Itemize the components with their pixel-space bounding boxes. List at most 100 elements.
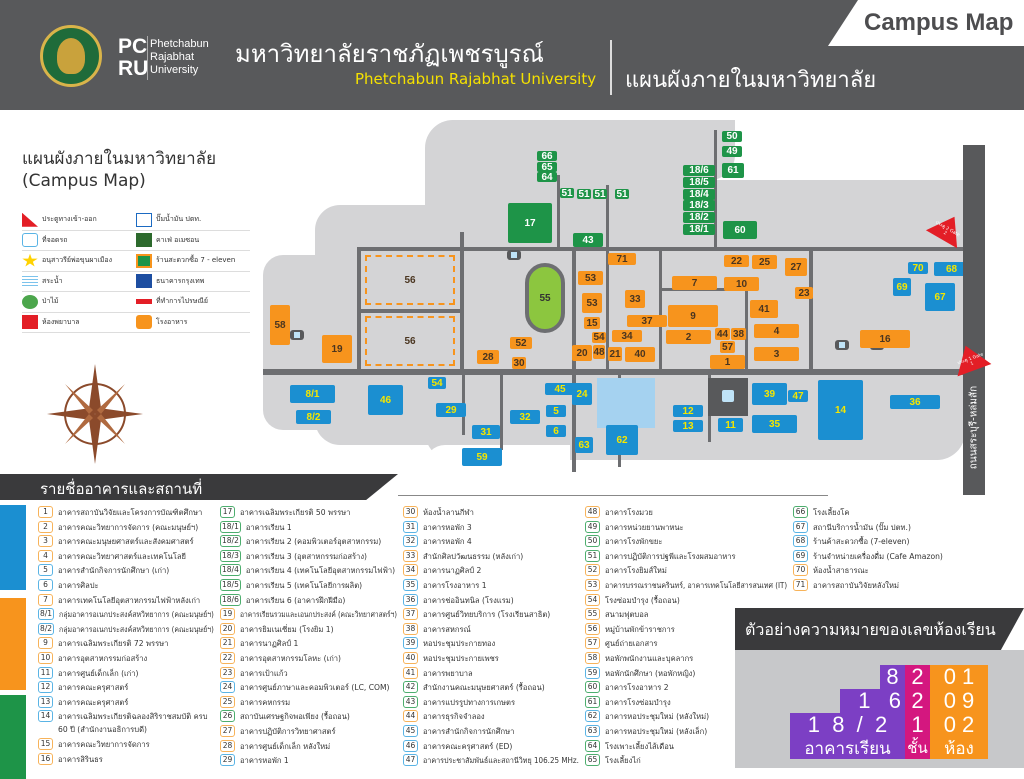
building-69[interactable]: 69: [893, 278, 911, 296]
building-19[interactable]: 19: [322, 335, 352, 363]
building-67[interactable]: 67: [925, 283, 955, 311]
building-8-1[interactable]: 8/1: [290, 385, 335, 403]
building-16[interactable]: 16: [860, 330, 910, 348]
building-33[interactable]: 33: [625, 290, 645, 308]
building-51[interactable]: 51: [615, 188, 629, 200]
legend-label: ปั๊มน้ำมัน ปตท.: [156, 215, 202, 224]
building-name: อาคารธุรกิจจำลอง: [423, 712, 485, 722]
building-50[interactable]: 50: [722, 131, 742, 142]
building-name: อาคารสำนักกิจการนักศึกษา: [423, 726, 515, 736]
building-70[interactable]: 70: [908, 262, 928, 274]
building-71[interactable]: 71: [608, 253, 636, 265]
building-18-2[interactable]: 18/2: [683, 212, 715, 223]
building-43[interactable]: 43: [573, 233, 603, 247]
building-39[interactable]: 39: [752, 383, 787, 405]
building-29[interactable]: 29: [436, 403, 466, 417]
building-name: อาคารเฉลิมพระเกียรติ 72 พรรษา: [58, 639, 169, 649]
building-28[interactable]: 28: [477, 350, 499, 364]
building-52[interactable]: 52: [510, 337, 532, 349]
building-53[interactable]: 53: [582, 293, 602, 313]
building-name: อาคารศูนย์วิทยบริการ (โรงเรียนสาธิต): [423, 610, 551, 620]
building-51[interactable]: 51: [577, 188, 591, 200]
legend-item: ประตูทางเข้า-ออก: [22, 212, 136, 227]
building-name: อาคารคณะครุศาสตร์: [58, 697, 129, 707]
building-name: อาคารหอพัก 1: [240, 756, 289, 766]
building-5[interactable]: 5: [546, 405, 566, 417]
pond-icon: [22, 274, 38, 289]
building-25[interactable]: 25: [752, 255, 777, 269]
building-12[interactable]: 12: [673, 405, 703, 417]
building-18-4[interactable]: 18/4: [683, 189, 715, 200]
building-digit: 1 6: [840, 689, 905, 713]
building-9[interactable]: 9: [668, 305, 718, 327]
building-7[interactable]: 7: [672, 276, 717, 290]
building-name: หอพักพนักงานและบุคลากร: [605, 653, 694, 663]
building-51[interactable]: 51: [560, 187, 574, 199]
building-18-1[interactable]: 18/1: [683, 224, 715, 235]
building-15[interactable]: 15: [584, 317, 600, 329]
building-3[interactable]: 3: [754, 347, 799, 361]
building-27[interactable]: 27: [785, 258, 807, 276]
building-21[interactable]: 21: [608, 347, 622, 361]
building-4[interactable]: 4: [754, 324, 799, 338]
building-35[interactable]: 35: [752, 415, 797, 433]
building-name: หอประชุมประกายทอง: [423, 639, 496, 649]
building-32[interactable]: 32: [510, 410, 540, 424]
building-6[interactable]: 6: [546, 425, 566, 437]
building-45[interactable]: 45: [545, 383, 575, 395]
building-8-2[interactable]: 8/2: [296, 410, 331, 424]
legend-label: ที่จอดรถ: [42, 235, 68, 244]
building-46[interactable]: 46: [368, 385, 403, 415]
building-number-badge: 55: [585, 608, 600, 621]
building-61[interactable]: 61: [722, 163, 744, 178]
building-18-3[interactable]: 18/3: [683, 200, 715, 211]
building-54[interactable]: 54: [428, 377, 446, 389]
building-62[interactable]: 62: [606, 425, 638, 455]
building-63[interactable]: 63: [575, 437, 593, 453]
building-2[interactable]: 2: [666, 330, 711, 344]
building-18-5[interactable]: 18/5: [683, 177, 715, 188]
building-20[interactable]: 20: [572, 345, 592, 361]
building-53[interactable]: 53: [578, 271, 603, 285]
building-37[interactable]: 37: [627, 315, 667, 327]
building-17[interactable]: 17: [508, 203, 552, 243]
building-name: ห้องน้ำสาธารณะ: [813, 566, 869, 576]
building-23[interactable]: 23: [795, 287, 813, 299]
building-44[interactable]: 44: [715, 328, 730, 340]
building-60[interactable]: 60: [723, 221, 757, 239]
building-58[interactable]: 58: [270, 305, 290, 345]
building-30[interactable]: 30: [512, 357, 526, 369]
building-24[interactable]: 24: [572, 383, 592, 405]
building-10[interactable]: 10: [724, 277, 759, 291]
building-31[interactable]: 31: [472, 425, 500, 439]
building-22[interactable]: 22: [724, 255, 749, 267]
building-59[interactable]: 59: [462, 448, 502, 466]
building-48[interactable]: 48: [593, 345, 605, 359]
building-47[interactable]: 47: [788, 390, 808, 402]
building-64[interactable]: 64: [537, 172, 557, 183]
building-65[interactable]: 65: [537, 162, 557, 173]
building-57[interactable]: 57: [720, 341, 735, 353]
building-1[interactable]: 1: [710, 355, 745, 369]
building-34[interactable]: 34: [612, 330, 642, 342]
building-36[interactable]: 36: [890, 395, 940, 409]
building-68[interactable]: 68: [934, 262, 969, 276]
building-41[interactable]: 41: [750, 300, 778, 318]
building-11[interactable]: 11: [718, 418, 743, 432]
building-51[interactable]: 51: [593, 188, 607, 200]
building-18-6[interactable]: 18/6: [683, 165, 715, 176]
building-54[interactable]: 54: [592, 332, 606, 343]
building-14[interactable]: 14: [818, 380, 863, 440]
building-40[interactable]: 40: [625, 347, 655, 362]
building-66[interactable]: 66: [537, 151, 557, 162]
building-38[interactable]: 38: [731, 328, 746, 340]
building-49[interactable]: 49: [722, 146, 742, 157]
highway-label: ถนนสระบุรี-หล่มสัก: [968, 385, 980, 470]
building-13[interactable]: 13: [673, 420, 703, 432]
